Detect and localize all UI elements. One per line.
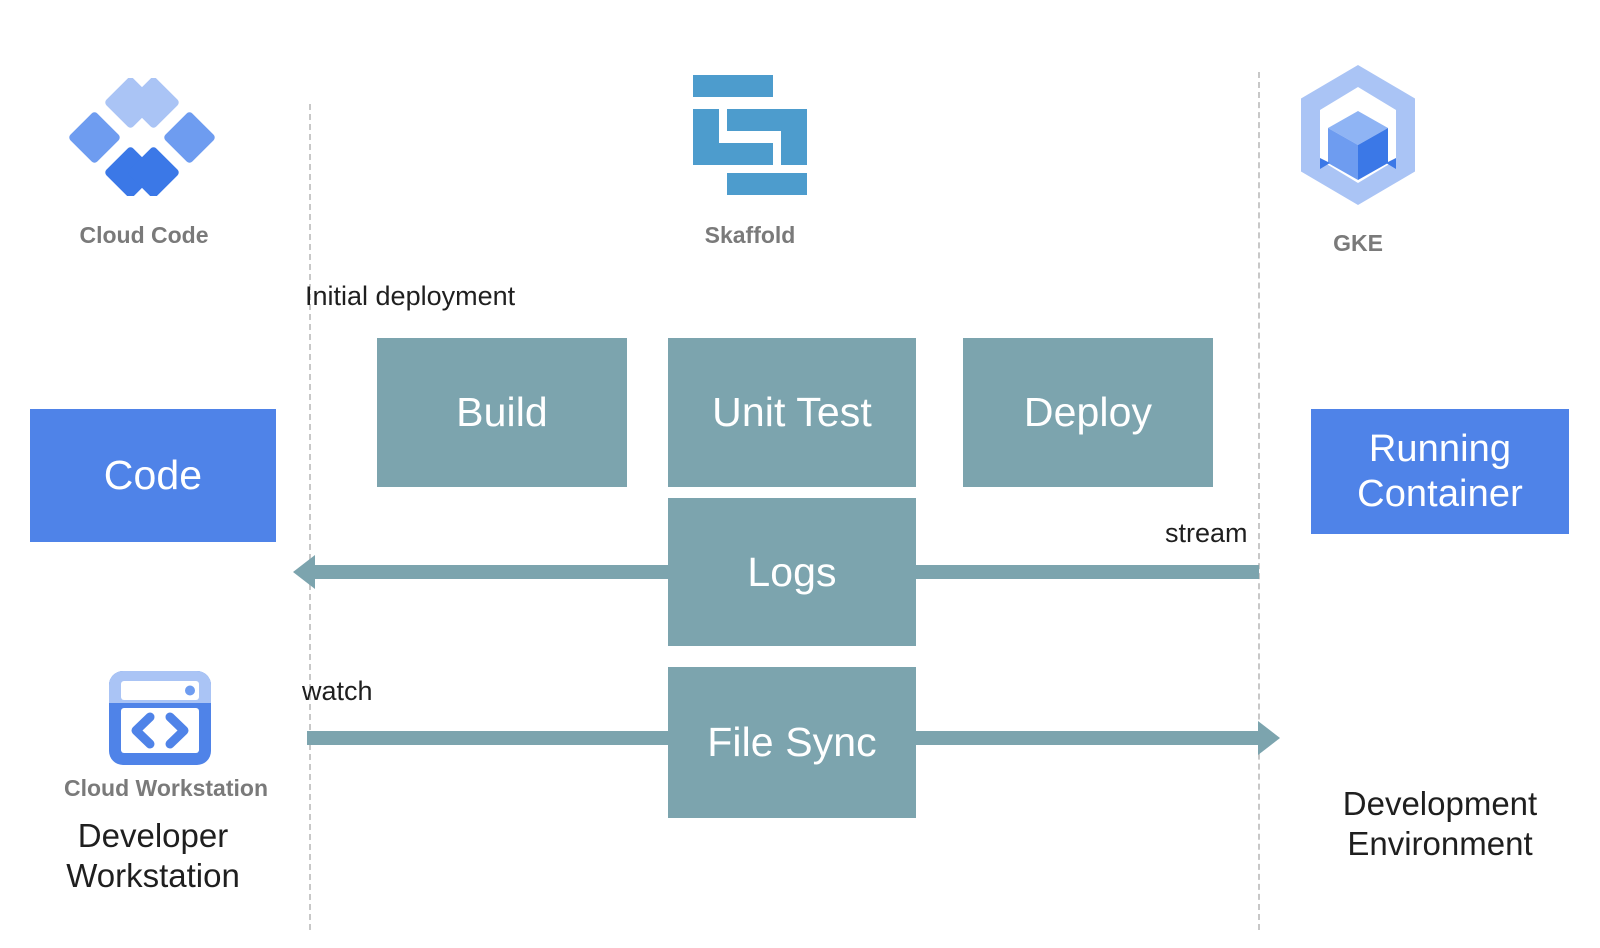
node-running-container-label: Running Container xyxy=(1357,427,1523,515)
node-unit-test-label: Unit Test xyxy=(712,389,872,436)
node-logs-label: Logs xyxy=(747,548,837,595)
cloud-workstation-window-icon xyxy=(109,671,211,765)
product-caption-cloud-workstation: Cloud Workstation xyxy=(63,775,268,801)
cloud-workstation-logo xyxy=(106,668,214,768)
product-caption-gke: GKE xyxy=(1333,230,1383,256)
cloud-code-logo xyxy=(66,77,218,198)
annotation-watch: watch xyxy=(302,676,373,706)
skaffold-logo xyxy=(690,72,810,196)
lane-caption-developer-workstation: Developer Workstation xyxy=(66,817,240,895)
lane-caption-development-environment: Development Environment xyxy=(1342,785,1538,863)
annotation-stream: stream xyxy=(1165,518,1248,548)
logs-arrow-head xyxy=(293,555,315,589)
node-file-sync-label: File Sync xyxy=(707,719,877,766)
node-running-container[interactable]: Running Container xyxy=(1311,409,1569,534)
gke-logo xyxy=(1294,62,1422,208)
node-logs[interactable]: Logs xyxy=(668,498,916,646)
node-file-sync[interactable]: File Sync xyxy=(668,667,916,818)
node-code[interactable]: Code xyxy=(30,409,276,542)
node-build[interactable]: Build xyxy=(377,338,627,487)
gke-hexagon-cube-icon xyxy=(1301,65,1415,205)
cloud-code-diamonds-icon xyxy=(69,77,215,198)
product-caption-cloud-code: Cloud Code xyxy=(79,222,209,248)
file-sync-arrow-head xyxy=(1258,721,1280,755)
annotation-initial-deployment: Initial deployment xyxy=(305,281,516,311)
node-unit-test[interactable]: Unit Test xyxy=(668,338,916,487)
node-deploy-label: Deploy xyxy=(1023,389,1153,436)
node-build-label: Build xyxy=(456,389,548,436)
lane-divider-left xyxy=(309,104,311,930)
node-deploy[interactable]: Deploy xyxy=(963,338,1213,487)
lane-divider-right xyxy=(1258,72,1260,930)
node-code-label: Code xyxy=(103,452,203,499)
product-caption-skaffold: Skaffold xyxy=(704,222,796,248)
skaffold-s-icon xyxy=(693,75,807,195)
